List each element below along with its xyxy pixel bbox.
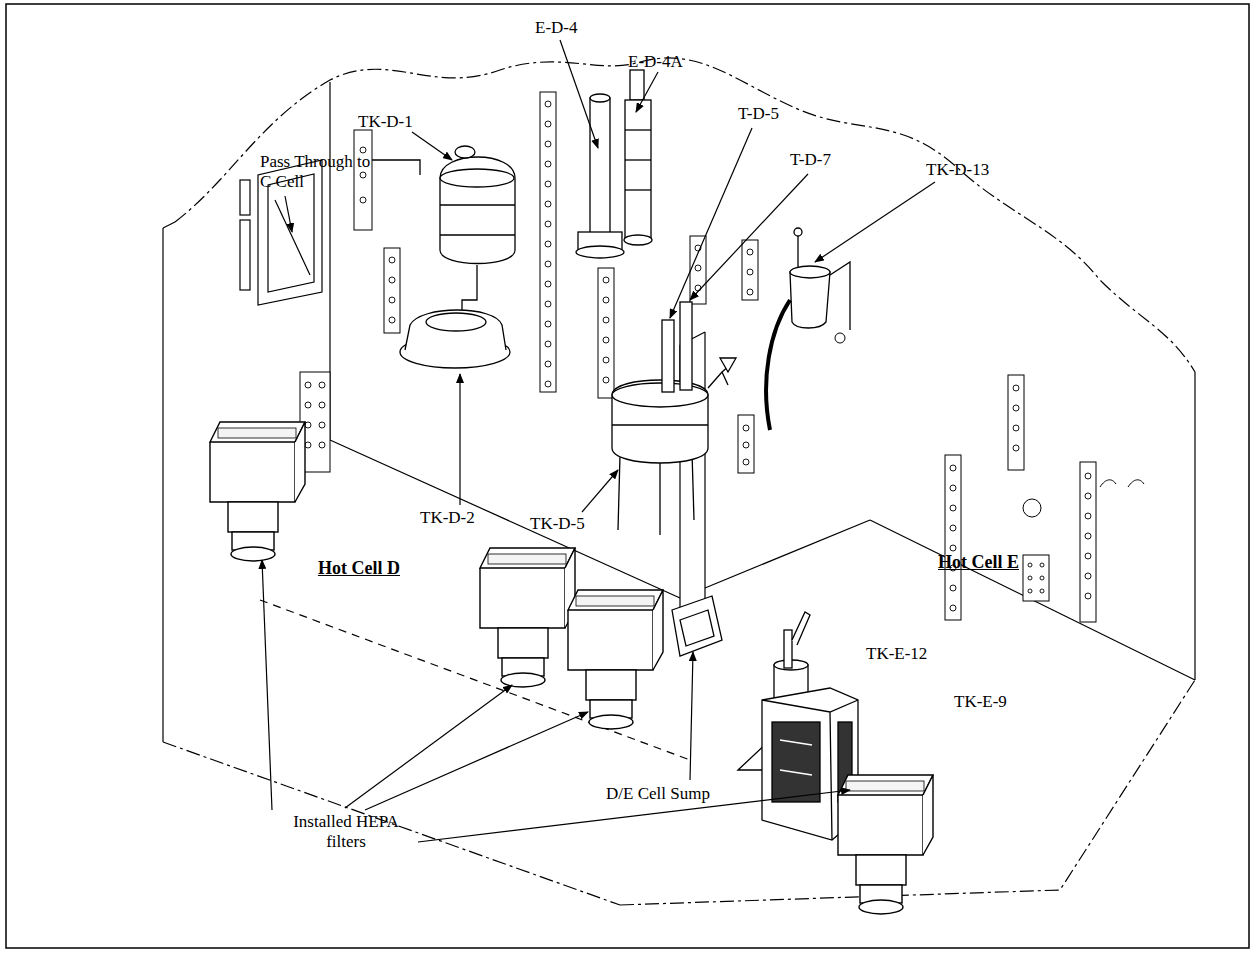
part-label: TK-D-5 [530, 514, 585, 534]
part-label: TK-D-2 [420, 508, 475, 528]
cell-name: Hot Cell D [318, 558, 400, 578]
hole-strips [300, 92, 1096, 622]
part-label: T-D-5 [738, 104, 779, 124]
column-ed4a [624, 70, 652, 245]
tank-d13 [766, 228, 850, 430]
part-label: D/E Cell Sump [606, 784, 710, 804]
cell-name: Hot Cell E [938, 552, 1019, 572]
part-label: E-D-4 [535, 18, 577, 38]
part-label: Installed HEPA filters [282, 812, 410, 852]
wall-fixtures [835, 333, 1144, 517]
cell-sump [672, 596, 722, 656]
tank-d5 [612, 302, 736, 535]
hepa-filters [210, 422, 933, 914]
tank-d2 [400, 310, 510, 368]
room-walls [163, 58, 1195, 905]
part-label: E-D-4A [628, 52, 683, 72]
part-label: T-D-7 [790, 150, 831, 170]
strip-holes [305, 101, 1091, 611]
part-label: TK-D-1 [358, 112, 413, 132]
part-label: Pass Through to C Cell [260, 152, 382, 192]
column-ed4 [576, 94, 624, 258]
part-label: TK-D-13 [926, 160, 989, 180]
part-label: TK-E-9 [954, 692, 1007, 712]
tank-d1 [372, 146, 515, 320]
part-label: TK-E-12 [866, 644, 927, 664]
frame [6, 4, 1249, 948]
